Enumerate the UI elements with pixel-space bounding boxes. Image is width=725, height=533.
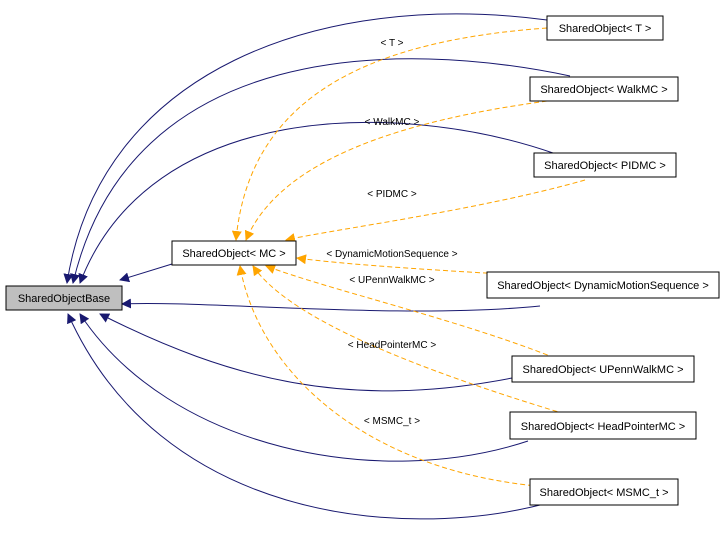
node-label: SharedObject< HeadPointerMC > [521, 421, 685, 433]
edge-walkmc-to-base [70, 58, 571, 284]
tpl-edge-pidmc [285, 179, 586, 243]
node-shared-object-upennwalkmc[interactable]: SharedObject< UPennWalkMC > [511, 355, 695, 383]
node-label: SharedObject< UPennWalkMC > [523, 364, 684, 376]
edge-label-headpointer: < HeadPointerMC > [348, 340, 437, 351]
tpl-edge-upenn [265, 264, 556, 359]
tpl-edge-t [231, 27, 548, 241]
edge-label-dms: < DynamicMotionSequence > [326, 249, 457, 260]
node-shared-object-pidmc[interactable]: SharedObject< PIDMC > [533, 152, 677, 178]
template-edges [231, 27, 586, 489]
node-shared-object-msmc[interactable]: SharedObject< MSMC_t > [529, 478, 679, 506]
edge-headpointer-to-base [79, 313, 529, 462]
node-shared-object-dms[interactable]: SharedObject< DynamicMotionSequence > [486, 271, 720, 299]
tpl-edge-headpointer [252, 265, 566, 415]
node-shared-object-t[interactable]: SharedObject< T > [546, 15, 664, 41]
edge-label-walkmc: < WalkMC > [365, 117, 420, 128]
edge-labels: < T > < WalkMC > < PIDMC > < DynamicMoti… [326, 38, 457, 427]
node-label: SharedObject< PIDMC > [544, 160, 666, 172]
node-shared-object-walkmc[interactable]: SharedObject< WalkMC > [529, 76, 679, 102]
edge-t-to-base [63, 13, 548, 284]
edge-label-upenn: < UPennWalkMC > [349, 275, 434, 286]
edge-dms-to-base [121, 298, 541, 312]
node-shared-object-base[interactable]: SharedObjectBase [5, 285, 123, 311]
edge-upenn-to-base [99, 313, 513, 392]
edge-mc-to-base [119, 263, 173, 283]
node-shared-object-mc[interactable]: SharedObject< MC > [171, 240, 297, 266]
node-label: SharedObject< T > [559, 23, 652, 35]
node-shared-object-headpointermc[interactable]: SharedObject< HeadPointerMC > [509, 411, 697, 440]
node-label: SharedObject< MSMC_t > [539, 487, 668, 499]
edge-pidmc-to-base [78, 121, 554, 284]
tpl-edge-msmc [236, 265, 566, 489]
inheritance-edges [63, 13, 571, 520]
node-label: SharedObject< DynamicMotionSequence > [497, 280, 709, 292]
edge-label-msmc: < MSMC_t > [364, 416, 420, 427]
node-label: SharedObjectBase [18, 293, 110, 305]
edge-label-pidmc: < PIDMC > [367, 189, 417, 200]
edge-label-t: < T > [381, 38, 404, 49]
tpl-edge-walkmc [244, 99, 556, 241]
node-label: SharedObject< WalkMC > [540, 84, 667, 96]
node-label: SharedObject< MC > [182, 248, 285, 260]
edge-msmc-to-base [67, 313, 541, 520]
